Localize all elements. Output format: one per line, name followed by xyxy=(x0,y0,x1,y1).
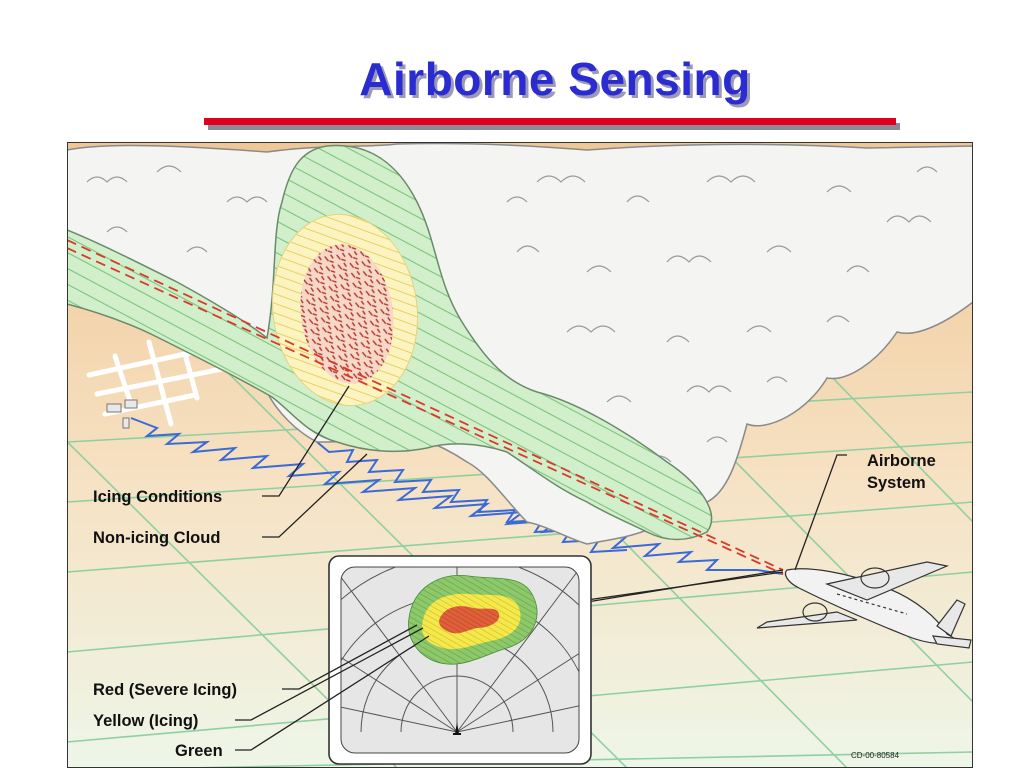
title-rule xyxy=(204,118,896,125)
figure-code: CD-00-80584 xyxy=(851,751,900,760)
sensor-beam xyxy=(67,239,784,575)
label-airborne-system-line2: System xyxy=(867,474,926,492)
label-red-severe-icing: Red (Severe Icing) xyxy=(93,681,237,699)
cloud-texture xyxy=(86,165,938,493)
severe-icing-zone xyxy=(300,244,394,384)
label-yellow-icing: Yellow (Icing) xyxy=(93,712,198,730)
display-red-region xyxy=(439,606,500,634)
label-leader-lines xyxy=(235,385,847,751)
label-green: Green xyxy=(175,742,223,760)
label-non-icing-cloud: Non-icing Cloud xyxy=(93,529,220,547)
aircraft xyxy=(756,561,972,649)
airborne-sensing-diagram: Airborne System Icing Conditions Non-ici… xyxy=(67,142,973,768)
label-airborne-system-line1: Airborne xyxy=(867,452,936,470)
display-leader-lines xyxy=(586,569,784,603)
label-icing-conditions: Icing Conditions xyxy=(93,488,222,506)
airport-buildings xyxy=(106,399,138,429)
ground-signal-path xyxy=(130,417,784,575)
slide-title: Airborne Sensing xyxy=(359,53,751,105)
radar-display xyxy=(328,555,592,765)
